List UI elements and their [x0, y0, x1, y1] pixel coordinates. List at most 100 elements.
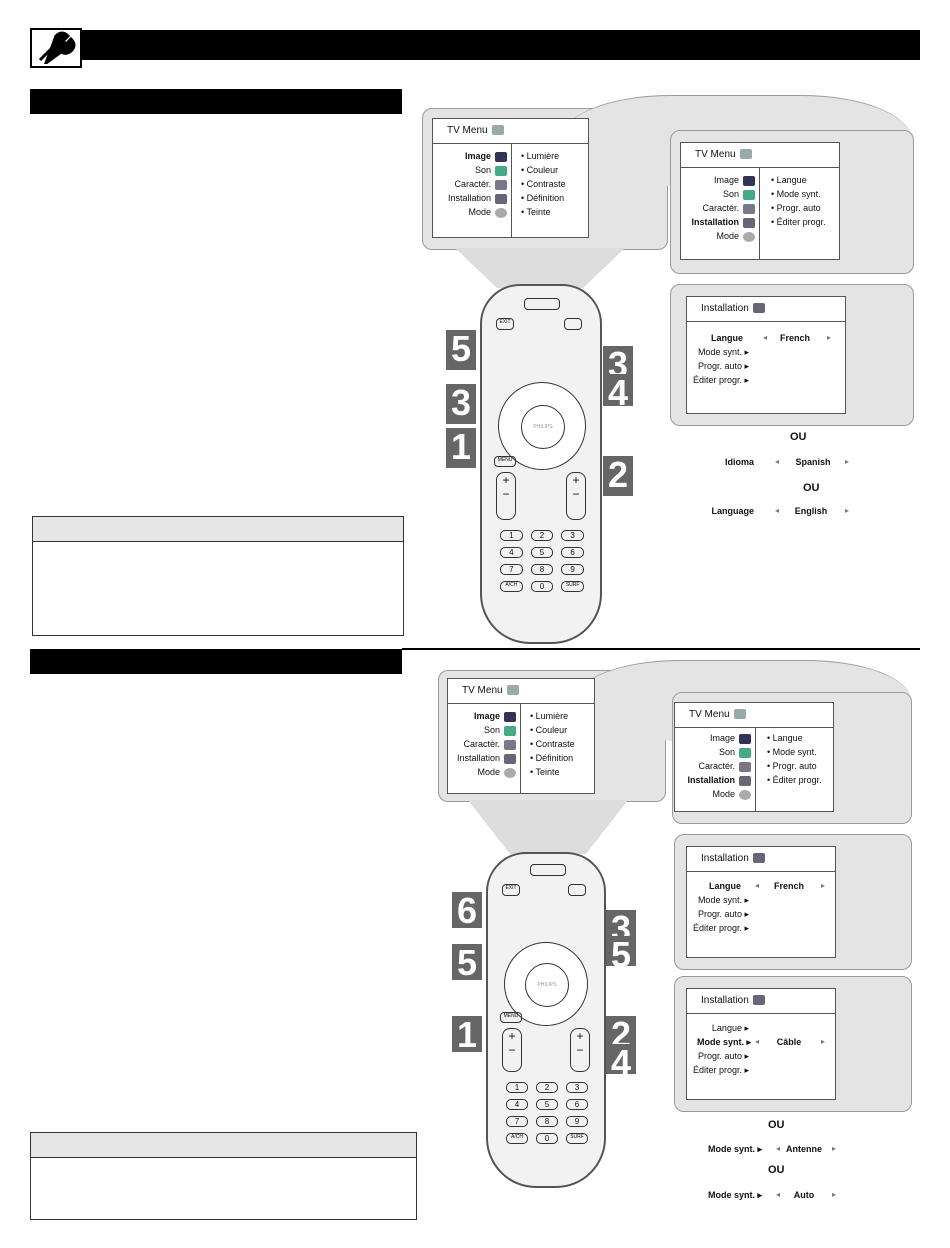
tv-menu-screen-image-top: TV Menu Image Son Caractér. Installation… — [432, 118, 589, 238]
section-divider — [402, 648, 920, 650]
digit-8-button[interactable]: 8 — [536, 1116, 558, 1127]
power-button[interactable] — [524, 298, 560, 310]
progr-auto-item: Progr. auto ▸ — [697, 361, 749, 371]
step-number: 5 — [446, 330, 476, 370]
number-pad: 1 2 3 4 5 6 7 8 9 A/CH 0 SURF — [500, 530, 584, 592]
exit-button[interactable]: EXIT — [502, 884, 520, 896]
langue-label: Langue — [710, 333, 743, 343]
menu-item-caracter: Caractér. — [702, 203, 755, 214]
mode-icon — [739, 789, 751, 800]
tv-menu-title: TV Menu — [462, 685, 503, 696]
mode-icon — [495, 207, 507, 218]
menu-item-image: Image — [474, 711, 516, 722]
digit-8-button[interactable]: 8 — [530, 564, 554, 575]
feature-icon — [504, 739, 516, 750]
idioma-label: Idioma — [724, 457, 754, 467]
ok-button[interactable]: PHILIPS — [521, 405, 565, 449]
note-box-top — [32, 516, 404, 636]
left-arrow-icon: ◂ — [775, 457, 780, 466]
digit-3-button[interactable]: 3 — [566, 1082, 588, 1093]
menu-item-caracter: Caractér. — [454, 179, 507, 190]
left-arrow-icon: ◂ — [755, 881, 760, 890]
power-button[interactable] — [530, 864, 566, 876]
digit-5-button[interactable]: 5 — [536, 1099, 558, 1110]
menu-item-caracter: Caractér. — [463, 739, 516, 750]
exit-button[interactable]: EXIT — [496, 318, 514, 330]
digit-1-button[interactable]: 1 — [500, 530, 523, 541]
step-number: 1 — [446, 428, 476, 468]
step-number: 1 — [452, 1016, 482, 1054]
ok-button[interactable]: PHILIPS — [525, 963, 569, 1007]
install-icon — [495, 193, 507, 204]
digit-9-button[interactable]: 9 — [561, 564, 584, 575]
surf-button[interactable]: SURF — [566, 1133, 588, 1144]
surf-button[interactable]: SURF — [561, 581, 584, 592]
digit-7-button[interactable]: 7 — [500, 564, 523, 575]
digit-6-button[interactable]: 6 — [561, 547, 584, 558]
dpad[interactable]: PHILIPS — [498, 382, 586, 470]
menu-item-installation: Installation — [448, 193, 507, 204]
select-button[interactable] — [564, 318, 582, 330]
digit-6-button[interactable]: 6 — [566, 1099, 588, 1110]
volume-rocker[interactable]: +− — [502, 1028, 522, 1072]
ach-button[interactable]: A/CH — [506, 1133, 528, 1144]
install-screen-language-bottom: Installation Langue Mode synt. ▸ Progr. … — [686, 846, 836, 958]
menu-item-mode: Mode — [716, 231, 755, 242]
digit-0-button[interactable]: 0 — [530, 581, 554, 592]
note-box-bottom — [30, 1132, 417, 1220]
tv-icon — [733, 709, 746, 720]
sub-item: • Lumière — [530, 711, 569, 721]
menu-item-installation: Installation — [457, 753, 516, 764]
menu-item-son: Son — [719, 747, 751, 758]
channel-rocker[interactable]: +− — [566, 472, 586, 520]
digit-4-button[interactable]: 4 — [500, 547, 523, 558]
mode-icon — [504, 767, 516, 778]
spanish-value: Spanish — [795, 457, 831, 467]
digit-3-button[interactable]: 3 — [561, 530, 584, 541]
digit-7-button[interactable]: 7 — [506, 1116, 528, 1127]
menu-button[interactable]: MENU — [500, 1012, 522, 1023]
install-screen-language: Installation Langue Mode synt. ▸ Progr. … — [686, 296, 846, 414]
digit-1-button[interactable]: 1 — [506, 1082, 528, 1093]
image-icon — [495, 151, 507, 162]
digit-9-button[interactable]: 9 — [566, 1116, 588, 1127]
language-label: Language — [711, 506, 754, 516]
install-icon — [743, 217, 755, 228]
left-arrow-icon: ◂ — [776, 1144, 781, 1153]
antenne-value: Antenne — [786, 1144, 822, 1154]
digit-4-button[interactable]: 4 — [506, 1099, 528, 1110]
menu-item-caracter: Caractér. — [698, 761, 751, 772]
menu-item-son: Son — [475, 165, 507, 176]
digit-2-button[interactable]: 2 — [530, 530, 554, 541]
sub-item: • Mode synt. — [767, 747, 817, 757]
digit-0-button[interactable]: 0 — [536, 1133, 558, 1144]
sound-icon — [743, 189, 755, 200]
install-icon — [739, 775, 751, 786]
wrench-icon — [30, 28, 82, 68]
install-icon — [752, 995, 765, 1006]
section-bar-bottom — [30, 649, 402, 674]
select-button[interactable] — [568, 884, 586, 896]
step-number: 2 — [606, 1016, 636, 1054]
volume-rocker[interactable]: +− — [496, 472, 516, 520]
ach-button[interactable]: A/CH — [500, 581, 523, 592]
ou-label-4: OU — [768, 1164, 785, 1176]
menu-button[interactable]: MENU — [494, 456, 516, 467]
sub-item: • Éditer progr. — [771, 217, 826, 227]
left-arrow-icon: ◂ — [763, 333, 768, 342]
sub-item: • Progr. auto — [771, 203, 821, 213]
right-arrow-icon: ▸ — [821, 881, 826, 890]
ou-label-1: OU — [790, 431, 807, 443]
digit-2-button[interactable]: 2 — [536, 1082, 558, 1093]
sub-item: • Teinte — [530, 767, 560, 777]
step-number: 5 — [452, 944, 482, 982]
mode-synt-label: Mode synt. ▸ — [696, 1037, 751, 1047]
step-number: 5 — [606, 936, 636, 974]
sub-item: • Définition — [521, 193, 565, 203]
install-icon — [504, 753, 516, 764]
left-arrow-icon: ◂ — [775, 506, 780, 515]
sub-item: • Contraste — [530, 739, 575, 749]
channel-rocker[interactable]: +− — [570, 1028, 590, 1072]
digit-5-button[interactable]: 5 — [530, 547, 554, 558]
mode-synt-item: Mode synt. ▸ — [697, 895, 749, 905]
